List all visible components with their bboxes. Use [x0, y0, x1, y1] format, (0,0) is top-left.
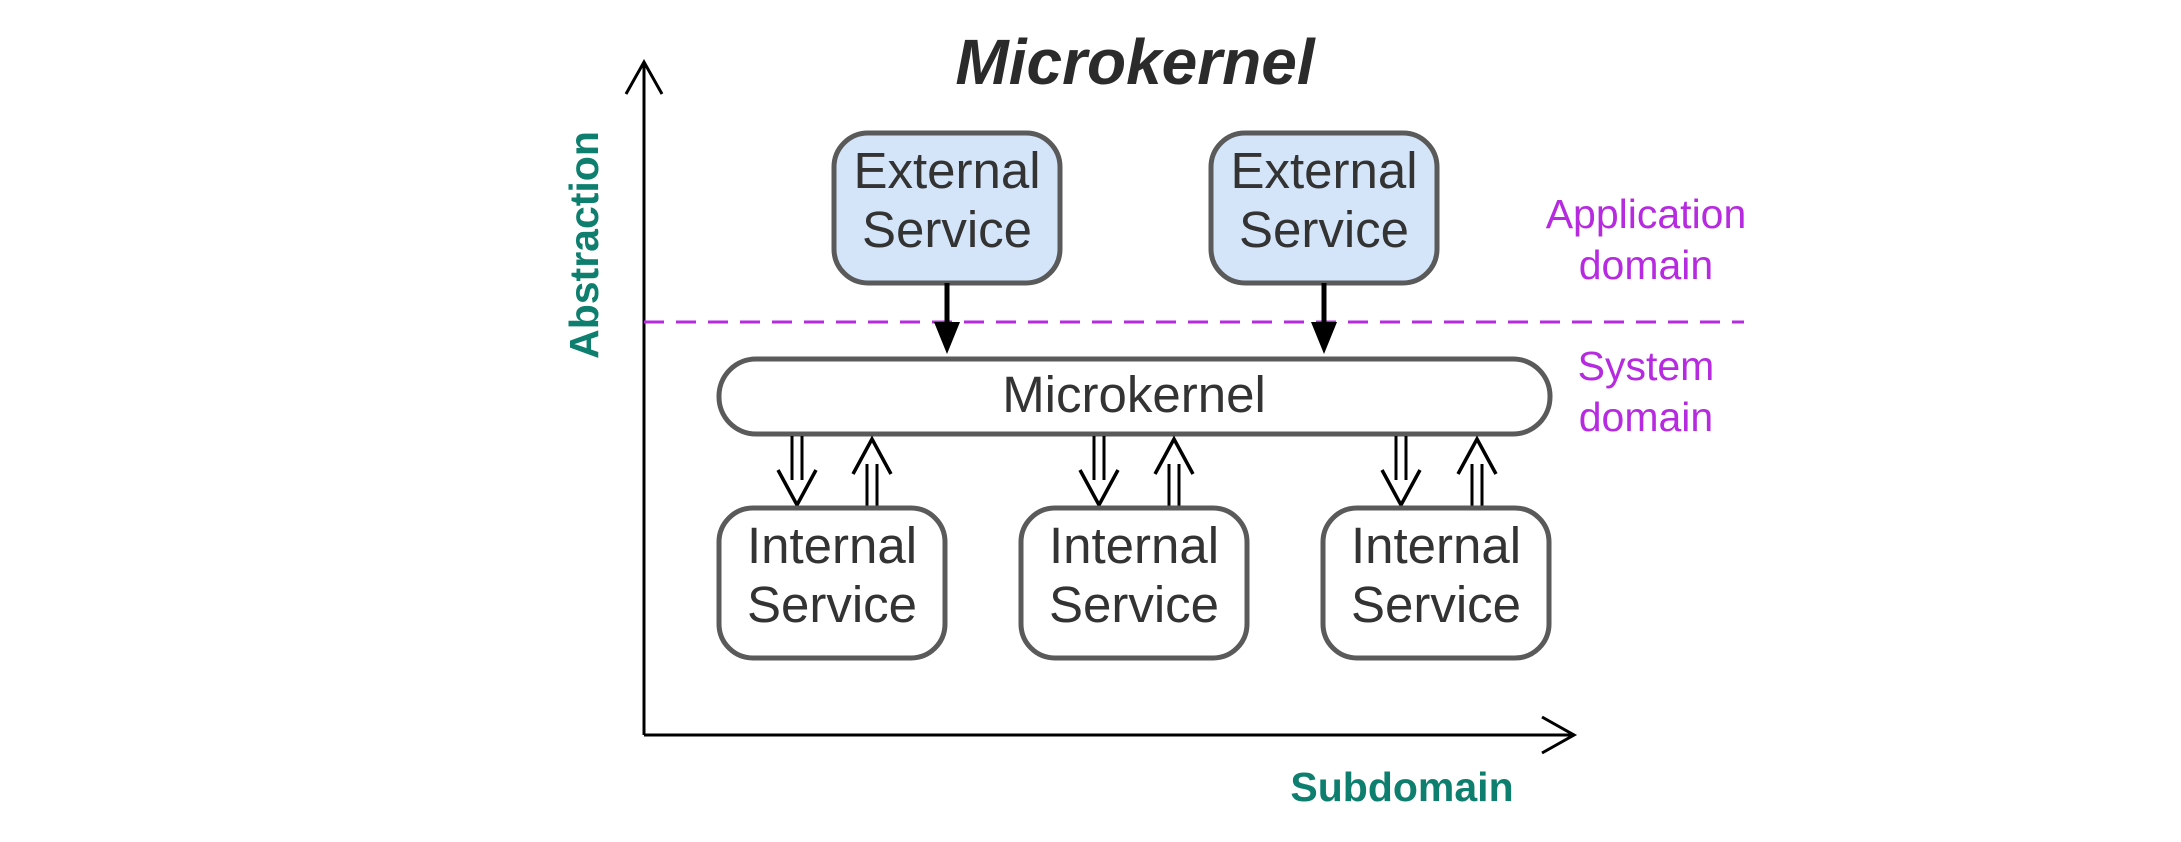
x-axis-label: Subdomain	[1290, 764, 1513, 810]
kernel-to-internal-arrow	[776, 436, 818, 509]
external-service-line2: Service	[862, 201, 1032, 258]
microkernel-box: Microkernel	[716, 356, 1553, 437]
internal-to-kernel-arrow	[1456, 435, 1498, 508]
application-domain-line2: domain	[1579, 242, 1713, 288]
kernel-to-internal-arrow	[1380, 436, 1422, 509]
system-domain-label: System domain	[1578, 343, 1715, 440]
internal-service-line2: Service	[1049, 576, 1219, 633]
system-domain-line2: domain	[1579, 394, 1713, 440]
internal-service-box: Internal Service	[1018, 505, 1250, 661]
external-service-box: External Service	[831, 130, 1063, 286]
internal-service-box: Internal Service	[1320, 505, 1552, 661]
system-domain-line1: System	[1578, 343, 1715, 389]
external-service-line1: External	[1230, 142, 1417, 199]
y-axis-arrowhead	[624, 58, 664, 95]
x-axis	[644, 715, 1578, 755]
kernel-to-internal-arrow	[1078, 436, 1120, 509]
diagram-title: Microkernel	[955, 26, 1315, 98]
application-domain-label: Application domain	[1546, 191, 1747, 288]
internal-service-line2: Service	[747, 576, 917, 633]
external-service-line2: Service	[1239, 201, 1409, 258]
external-to-kernel-arrow	[1311, 283, 1337, 354]
external-to-kernel-arrow	[934, 283, 960, 354]
internal-service-line1: Internal	[747, 517, 917, 574]
y-axis-label: Abstraction	[561, 131, 607, 359]
x-axis-arrowhead	[1541, 715, 1578, 755]
internal-service-line1: Internal	[1351, 517, 1521, 574]
y-axis	[624, 58, 664, 735]
internal-service-line1: Internal	[1049, 517, 1219, 574]
external-service-line1: External	[853, 142, 1040, 199]
microkernel-label: Microkernel	[1002, 366, 1266, 423]
external-service-box: External Service	[1208, 130, 1440, 286]
application-domain-line1: Application	[1546, 191, 1747, 237]
internal-service-line2: Service	[1351, 576, 1521, 633]
internal-to-kernel-arrow	[851, 435, 893, 508]
internal-to-kernel-arrow	[1153, 435, 1195, 508]
internal-service-box: Internal Service	[716, 505, 948, 661]
